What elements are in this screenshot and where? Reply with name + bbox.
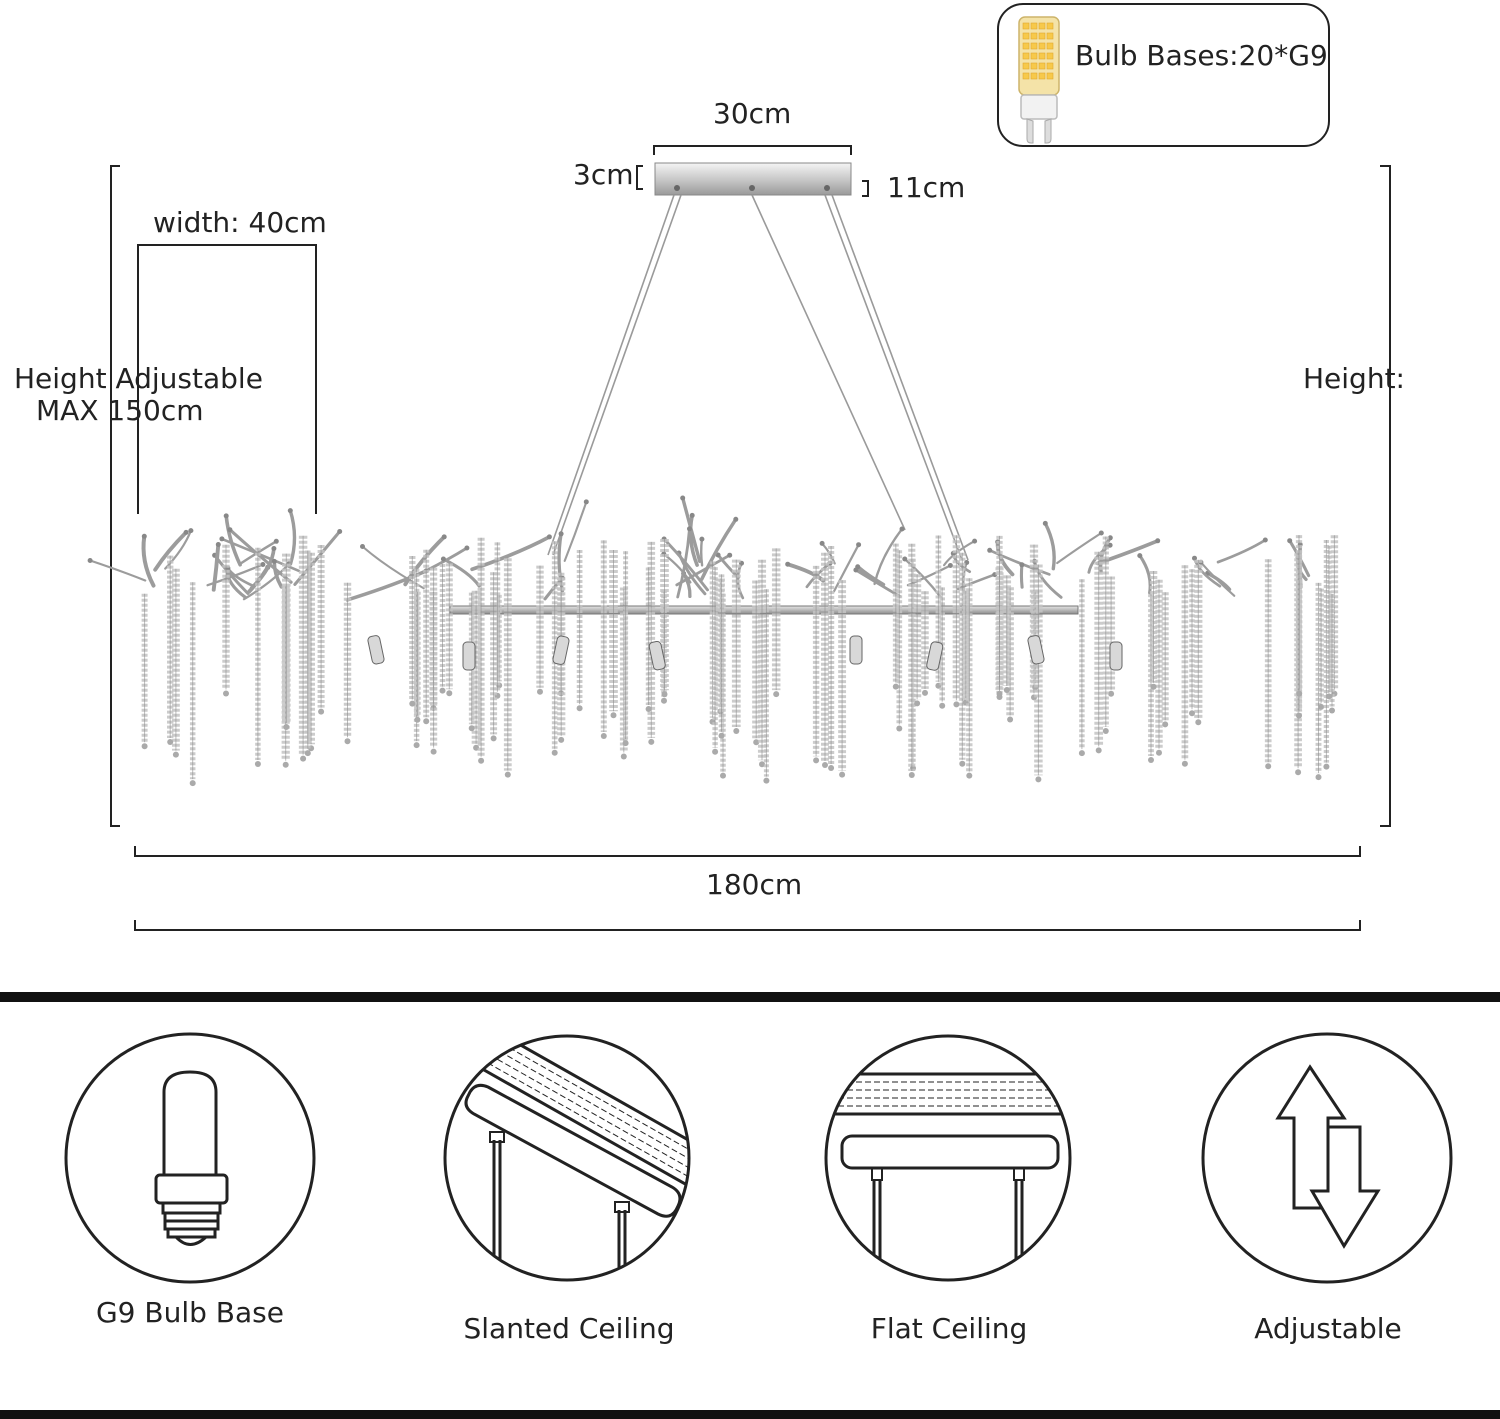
canopy-thickness-bracket (636, 165, 643, 190)
length-bracket-upper (134, 846, 1361, 857)
bottom-border (0, 1410, 1500, 1419)
feature-label-flat-ceiling: Flat Ceiling (870, 1312, 1028, 1345)
suspension-cables (547, 194, 969, 561)
bulb-bases-text: Bulb Bases:20*G9 (1075, 39, 1328, 72)
canopy (654, 162, 852, 196)
adjustable-arrows-icon (1201, 1032, 1453, 1284)
fixture-width-label: width: 40cm (153, 206, 327, 239)
feature-label-adjustable: Adjustable (1254, 1312, 1402, 1345)
g9-bulb-icon (1018, 16, 1060, 144)
canopy-depth-label: 11cm (887, 171, 966, 204)
flat-ceiling-icon (824, 1034, 1072, 1282)
canopy-width-label: 30cm (713, 97, 792, 130)
height-right-label: Height: (1303, 362, 1405, 395)
feature-label-slanted-ceiling: Slanted Ceiling (463, 1312, 675, 1345)
length-bracket-lower (134, 920, 1361, 931)
feature-label-g9-bulb-base: G9 Bulb Base (95, 1296, 284, 1329)
left-height-bracket (110, 165, 120, 827)
width-bracket (137, 244, 317, 514)
bulb-icon (64, 1032, 316, 1284)
max-height-label: MAX 150cm (36, 394, 204, 427)
length-label: 180cm (706, 868, 803, 901)
section-divider (0, 992, 1500, 1002)
right-height-bracket (1380, 165, 1391, 827)
bulb-info-box: Bulb Bases:20*G9 (997, 3, 1330, 147)
chandelier-diagram (87, 145, 1391, 931)
slanted-ceiling-icon (443, 1034, 691, 1282)
canopy-depth-bracket (862, 180, 869, 197)
canopy-width-bracket (653, 145, 852, 155)
chandelier-body (87, 495, 1339, 787)
canopy-thickness-label: 3cm (573, 158, 634, 191)
